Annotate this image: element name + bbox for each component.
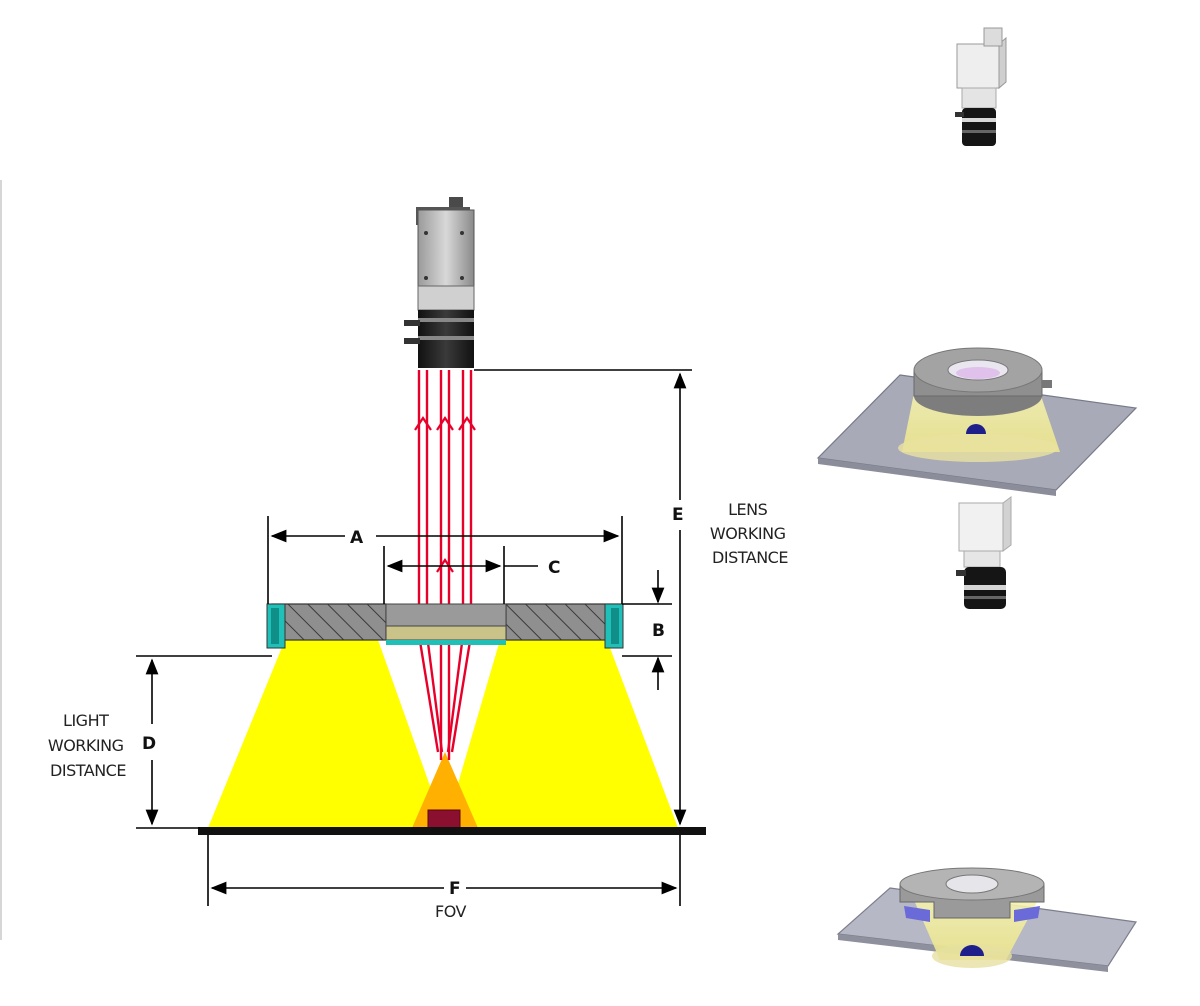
light-caption-line-1: LIGHT xyxy=(63,711,109,730)
lens-caption-line-1: LENS xyxy=(728,500,767,519)
lens-caption-line-3: DISTANCE xyxy=(712,548,788,567)
reflected-rays xyxy=(417,370,473,760)
dimension-label-b: B xyxy=(652,621,665,641)
camera-icon xyxy=(956,496,1012,609)
light-cone-left xyxy=(208,640,445,828)
light-caption-line-3: DISTANCE xyxy=(50,761,126,780)
dimension-label-d: D xyxy=(142,734,156,754)
light-caption-line-2: WORKING xyxy=(48,736,124,755)
target-object xyxy=(427,809,461,829)
ray-arrowheads xyxy=(414,416,476,573)
light-plate-3d-icon xyxy=(816,347,1138,496)
inspection-surface xyxy=(198,827,706,835)
fov-caption: FOV xyxy=(435,902,467,921)
light-working-distance-caption: LIGHT WORKING DISTANCE xyxy=(48,711,128,780)
ring-light-glass xyxy=(386,640,506,645)
target-glow xyxy=(412,752,478,828)
dimension-label-e: E xyxy=(672,505,684,525)
ring-light-section xyxy=(266,603,624,649)
light-cones xyxy=(208,640,678,828)
lens-caption-line-2: WORKING xyxy=(710,524,786,543)
ring-light-aperture xyxy=(385,603,507,627)
ring-light-housing-left xyxy=(271,603,387,641)
dimension-label-c: C xyxy=(548,558,560,578)
ring-light-housing-right xyxy=(505,603,621,641)
camera-icon xyxy=(955,27,1007,146)
dimension-label-a: A xyxy=(350,528,364,548)
lens-working-distance-caption: LENS WORKING DISTANCE xyxy=(710,500,790,567)
dimension-lines xyxy=(136,369,692,906)
camera-icon xyxy=(404,197,475,368)
light-cone-right xyxy=(445,640,678,828)
cutaway-light-3d-icon xyxy=(836,867,1138,972)
ring-light-diffuser xyxy=(385,625,507,641)
dimension-label-f: F xyxy=(449,879,461,899)
